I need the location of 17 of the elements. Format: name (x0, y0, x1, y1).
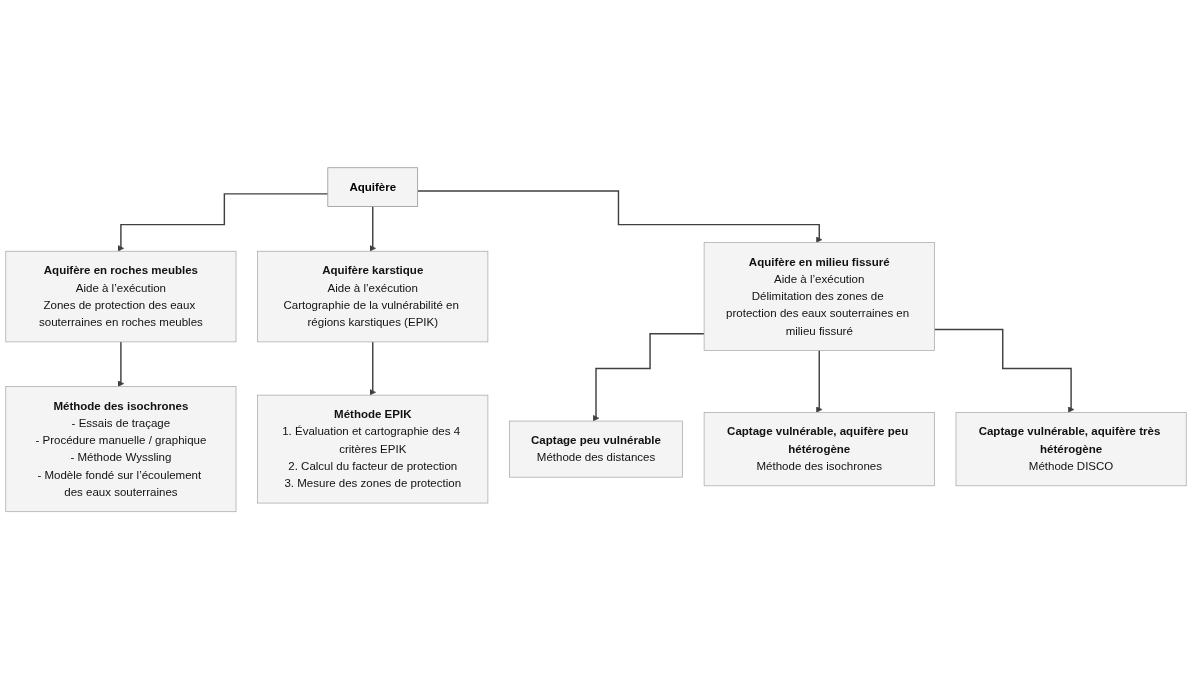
node-box: Captage vulnérable, aquifère très hétérogène Méthode DISCO (955, 412, 1187, 487)
arrow (117, 341, 125, 388)
node-box: Aquifère karstique Aide à l’exécution Cartographie de la vulnérabilité en régions karstiques (EPIK) (257, 251, 489, 343)
arrow (117, 193, 329, 252)
arrow (369, 206, 376, 252)
arrow (369, 341, 376, 396)
node-box: Méthode des isochrones - Essais de traçage - Procédure manuelle / graphique - Méthode Wyssling - Modèle fondé sur l’écoulement des eaux souterraines (5, 386, 237, 513)
arrow (416, 190, 823, 244)
arrow (592, 333, 705, 422)
arrow (933, 329, 1075, 413)
node-box: Méthode EPIK 1. Évaluation et cartographie des 4 critères EPIK 2. Calcul du facteur de protection 3. Mesure des zones de protection (257, 395, 489, 504)
node-box: Captage peu vulnérable Méthode des distances (509, 420, 683, 478)
node-box: Aquifère en milieu fissuré Aide à l’exécution Délimitation des zones de protection des eaux souterraines en milieu fissuré (703, 242, 935, 352)
node-box: Aquifère en roches meubles Aide à l’exécution Zones de protection des eaux souterraines en roches meubles (5, 251, 237, 343)
node-box: Captage vulnérable, aquifère peu hétérogène Méthode des isochrones (703, 412, 935, 487)
arrow (816, 350, 823, 413)
node-box: Aquifère (327, 167, 419, 208)
